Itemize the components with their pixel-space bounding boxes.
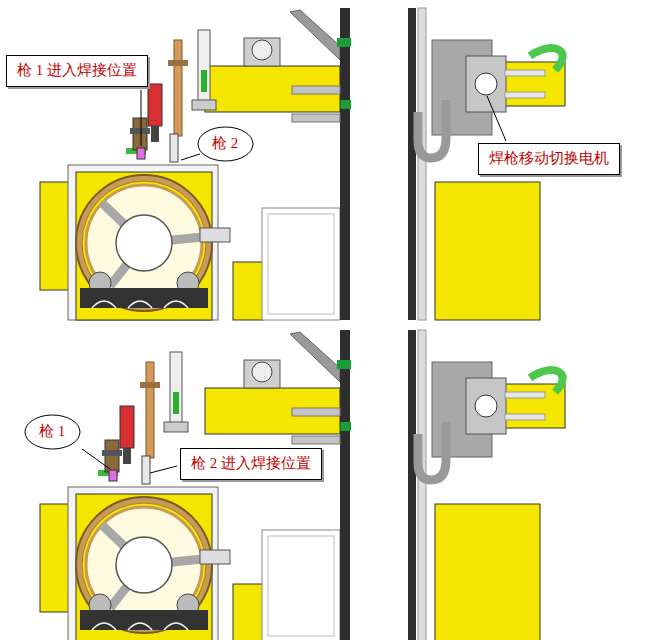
callout-label: 焊枪移动切换电机: [489, 149, 609, 169]
callout-box: 焊枪移动切换电机: [478, 143, 620, 175]
callout-box: 枪 2 进入焊接位置: [180, 448, 322, 480]
leader-lines: [82, 90, 506, 473]
callout-label: 枪 2: [212, 134, 238, 154]
callout-label: 枪 1 进入焊接位置: [17, 61, 137, 81]
callout-box: 枪 1 进入焊接位置: [6, 55, 148, 87]
callout-ellipse: 枪 1: [24, 414, 80, 450]
callout-label: 枪 1: [39, 422, 65, 442]
callout-label: 枪 2 进入焊接位置: [191, 454, 311, 474]
callout-ellipse: 枪 2: [197, 126, 253, 162]
